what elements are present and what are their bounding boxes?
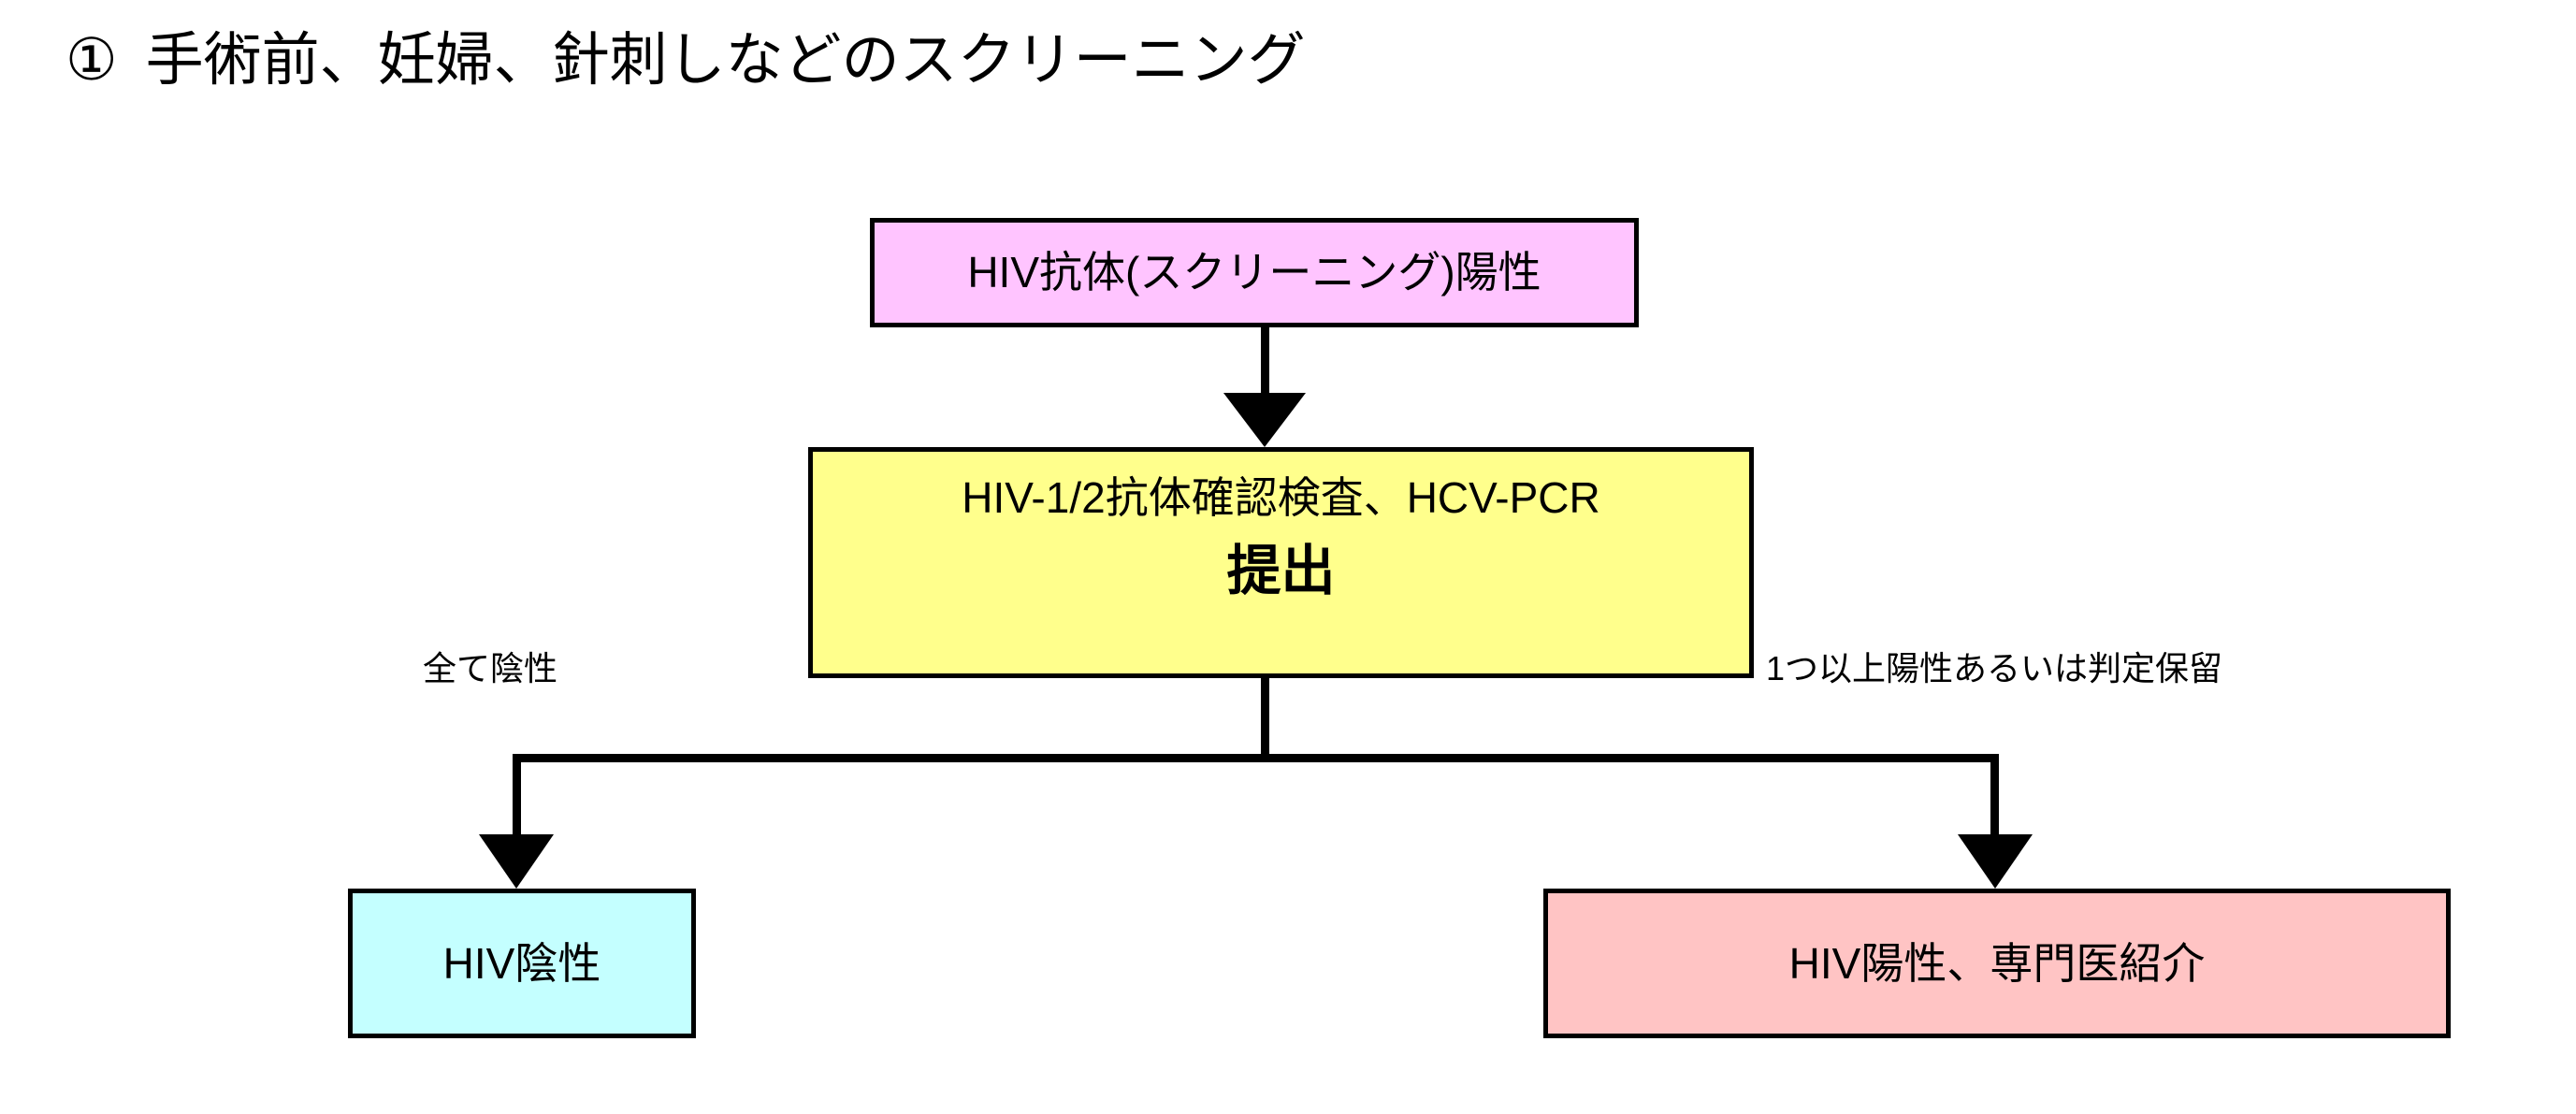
node-confirm-test[interactable]: HIV-1/2抗体確認検査、HCV-PCR 提出 — [808, 447, 1754, 678]
node-confirm-test-label-line-1: HIV-1/2抗体確認検査、HCV-PCR — [962, 473, 1600, 522]
node-screening-positive[interactable]: HIV抗体(スクリーニング)陽性 — [870, 218, 1639, 327]
page-title-number: ① — [65, 28, 118, 93]
connector-confirm-outgoing-stem — [1261, 678, 1269, 758]
page-title: ① 手術前、妊婦、針刺しなどのスクリーニング — [65, 26, 1306, 95]
node-hiv-positive-label: HIV陽性、専門医紹介 — [1788, 938, 2206, 988]
connector-branch-right — [1990, 754, 1999, 838]
node-screening-positive-label: HIV抗体(スクリーニング)陽性 — [967, 248, 1541, 297]
node-hiv-negative[interactable]: HIV陰性 — [348, 889, 696, 1038]
connector-branch-left — [513, 754, 521, 838]
edge-label-one-or-more-positive: 1つ以上陽性あるいは判定保留 — [1766, 649, 2223, 687]
node-hiv-negative-label: HIV陰性 — [442, 938, 601, 988]
node-hiv-positive[interactable]: HIV陽性、専門医紹介 — [1543, 889, 2451, 1038]
node-confirm-test-label-line-2: 提出 — [1226, 541, 1336, 602]
arrowhead-into-confirm-test — [1223, 393, 1306, 447]
page-title-text: 手術前、妊婦、針刺しなどのスクリーニング — [145, 28, 1306, 93]
edge-label-all-negative: 全て陰性 — [423, 649, 558, 687]
arrowhead-into-hiv-positive — [1958, 834, 2033, 889]
connector-split-bar — [513, 754, 1999, 762]
arrowhead-into-hiv-negative — [479, 834, 554, 889]
connector-screening-to-confirm-stem — [1261, 327, 1269, 396]
